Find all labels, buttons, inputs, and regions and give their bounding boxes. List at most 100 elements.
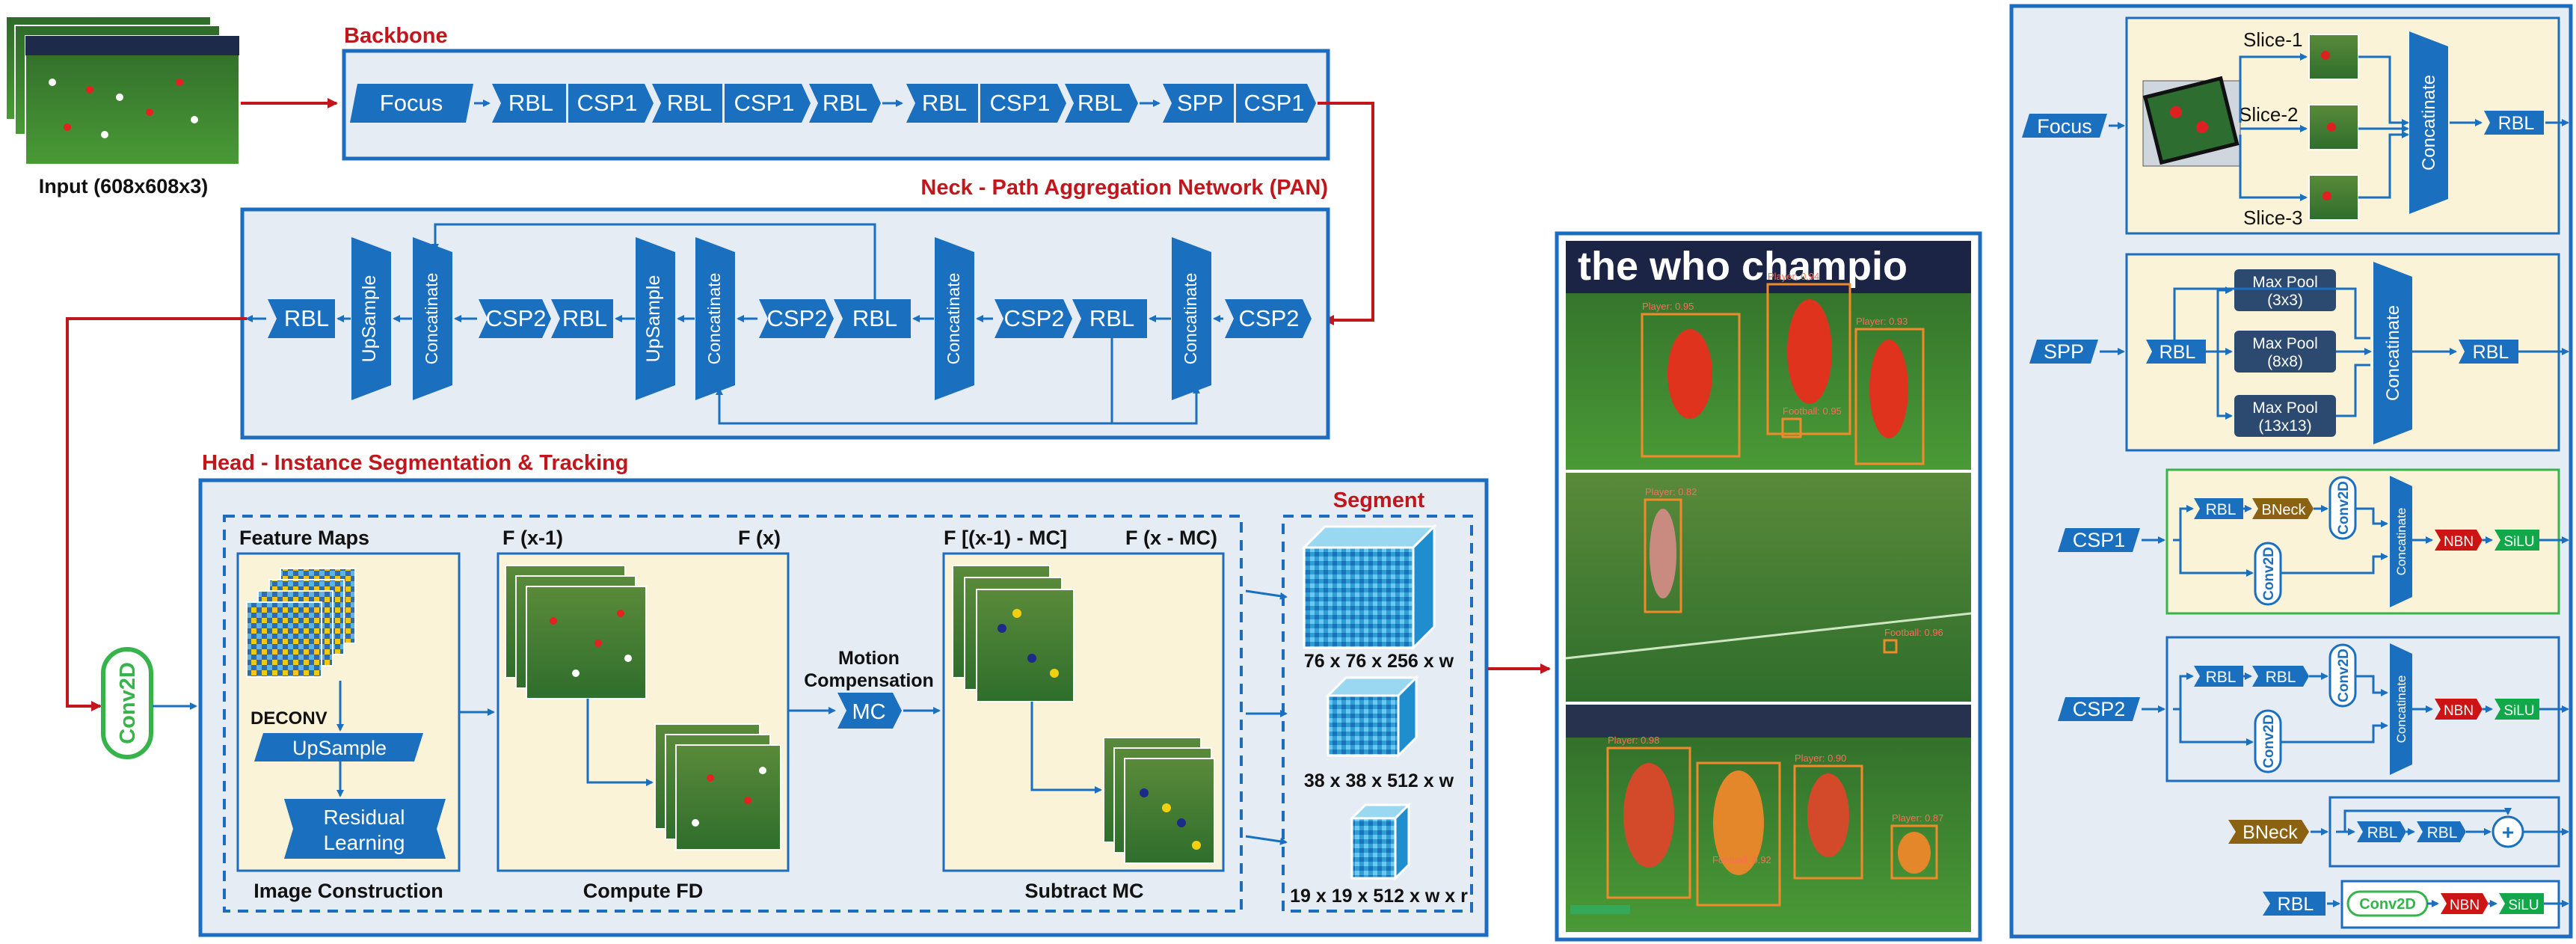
head-conv2d-label: Conv2D	[116, 662, 140, 744]
neck-block-rbl-1	[1072, 299, 1147, 338]
head-upsample-block	[254, 733, 423, 761]
legend-bneck-plus: +	[2502, 821, 2514, 844]
segment-cube-3	[1349, 802, 1412, 881]
legend-csp1-nbn-label: NBN	[2444, 534, 2474, 550]
legend-csp2-conv-1-label: Conv2D	[2336, 649, 2352, 702]
residual-line-1: Residual	[324, 806, 405, 829]
neck-concat-2	[935, 237, 974, 400]
legend-rbl-nbn-label: NBN	[2450, 898, 2480, 913]
neck-block-csp2-3-label: CSP2	[767, 305, 828, 331]
backbone-block-csp1-4	[1236, 84, 1316, 123]
segment-2-dims: 38 x 38 x 512 x w	[1304, 770, 1454, 791]
neck-block-csp2-1-label: CSP2	[1239, 305, 1300, 331]
neck-concat-3	[695, 237, 735, 400]
legend-rbl-silu-label: SiLU	[2508, 898, 2539, 913]
neck-block-csp2-2-label: CSP2	[1004, 305, 1065, 331]
mc-block	[837, 693, 902, 729]
head-upsample-label: UpSample	[292, 737, 387, 759]
neck-block-rbl-4-label: RBL	[284, 305, 329, 331]
result-label-1: Player: 0.94	[1768, 271, 1819, 282]
legend-csp1-concat-label: Concatinate	[2394, 508, 2409, 576]
legend-focus-rbl-label: RBL	[2498, 113, 2535, 134]
legend-csp2-rbl-1-label: RBL	[2206, 669, 2237, 686]
neck-block-rbl-2	[834, 299, 911, 338]
legend-focus-concat-label: Concatinate	[2419, 75, 2439, 171]
legend-focus-label: Focus	[2037, 115, 2092, 138]
legend-csp1-label: CSP1	[2073, 529, 2126, 551]
f-prev-mc-label: F [(x-1) - MC]	[944, 527, 1067, 549]
result-label-4: Player: 0.82	[1645, 486, 1697, 497]
backbone-title: Backbone	[344, 24, 448, 48]
backbone-block-rbl-1-label: RBL	[508, 90, 553, 116]
backbone-block-spp	[1163, 84, 1234, 123]
neck-block-csp2-4-label: CSP2	[486, 305, 547, 331]
backbone-block-csp1-1	[568, 84, 654, 123]
feature-map-stack	[246, 568, 356, 678]
legend-csp2-silu-label: SiLU	[2503, 703, 2534, 719]
result-label-7: Player: 0.90	[1795, 753, 1846, 764]
segment-cube-1	[1301, 524, 1437, 651]
result-banner-text: the who champio	[1578, 244, 1908, 289]
segment-title: Segment	[1333, 488, 1425, 512]
neck-block-rbl-2-label: RBL	[852, 305, 897, 331]
legend-pool-1-line-1: Max Pool	[2252, 274, 2318, 291]
legend-csp2-concat-label: Concatinate	[2394, 675, 2409, 744]
segment-1-dims: 76 x 76 x 256 x w	[1304, 651, 1454, 672]
neck-concat-2-label: Concatinate	[944, 273, 963, 365]
legend-spp-label: SPP	[2044, 340, 2084, 363]
neck-concat-1-label: Concatinate	[1181, 273, 1200, 365]
neck-block-rbl-3-label: RBL	[562, 305, 607, 331]
legend-slice-1: Slice-1	[2243, 28, 2302, 51]
head-title: Head - Instance Segmentation & Tracking	[202, 451, 628, 475]
legend-spp-concat-label: Concatinate	[2383, 305, 2403, 401]
neck-to-head-arrow	[66, 317, 247, 711]
result-label-6: Player: 0.98	[1608, 735, 1659, 746]
legend-csp1-conv-1-label: Conv2D	[2336, 481, 2352, 535]
neck-concat-3-label: Concatinate	[704, 273, 724, 365]
segment-cube-2	[1325, 675, 1419, 758]
result-frame-3: Player: 0.98 Player: 0.90 Football: 0.92…	[1566, 705, 1971, 932]
legend-bneck-rbl-1-label: RBL	[2367, 824, 2398, 842]
neck-block-rbl-4	[268, 299, 335, 338]
feature-maps-label: Feature Maps	[239, 527, 369, 549]
legend-rbl-label: RBL	[2278, 894, 2314, 915]
backbone-block-rbl-3	[809, 84, 881, 123]
image-construction-label: Image Construction	[253, 880, 443, 902]
legend-bneck-label: BNeck	[2243, 822, 2298, 843]
motion-line-2: Compensation	[804, 670, 934, 691]
legend-slice-3: Slice-3	[2243, 206, 2302, 229]
legend-bneck: BNeck RBL RBL +	[2228, 796, 2569, 868]
legend-pool-2-line-2: (8x8)	[2267, 353, 2303, 370]
legend-pool-3-line-1: Max Pool	[2252, 399, 2318, 417]
neck-concat-4-label: Concatinate	[422, 273, 441, 365]
fd-frames-curr	[654, 723, 781, 850]
legend-pool-1-line-2: (3x3)	[2267, 292, 2303, 309]
mc-label: MC	[852, 700, 885, 724]
legend-csp1-conv-2-label: Conv2D	[2261, 547, 2277, 601]
f-curr-mc-label: F (x - MC)	[1125, 527, 1217, 549]
mc-frames-prev	[952, 565, 1075, 702]
result-label-5: Football: 0.96	[1884, 627, 1943, 638]
neck-upsample-2	[351, 237, 391, 400]
backbone-block-rbl-4	[906, 84, 978, 123]
result-frame-2: Player: 0.82 Football: 0.96	[1565, 473, 1972, 702]
head-dashed-region	[223, 515, 1243, 913]
legend-spp-rbl-out-label: RBL	[2473, 342, 2509, 363]
legend-rbl: RBL Conv2D NBN SiLU	[2263, 880, 2569, 929]
residual-line-2: Learning	[324, 831, 405, 854]
neck-block-csp2-4	[479, 299, 551, 338]
neck-block-csp2-3	[759, 299, 834, 338]
backbone-block-rbl-2	[652, 84, 722, 123]
neck-title: Neck - Path Aggregation Network (PAN)	[920, 176, 1328, 200]
result-frame-1: the who champio Player: 0.95 Player: 0.9…	[1566, 241, 1971, 470]
neck-block-csp2-1	[1225, 299, 1312, 338]
backbone-block-rbl-2-label: RBL	[667, 90, 712, 116]
result-label-3: Football: 0.95	[1783, 405, 1842, 417]
neck-concat-4	[413, 237, 452, 400]
legend-pool-3-line-2: (13x13)	[2258, 417, 2311, 435]
legend-csp2-conv-2-label: Conv2D	[2261, 714, 2277, 768]
backbone-block-focus	[350, 84, 473, 123]
legend-csp1-bneck-label: BNeck	[2262, 502, 2307, 518]
backbone-block-csp1-1-label: CSP1	[577, 90, 638, 116]
